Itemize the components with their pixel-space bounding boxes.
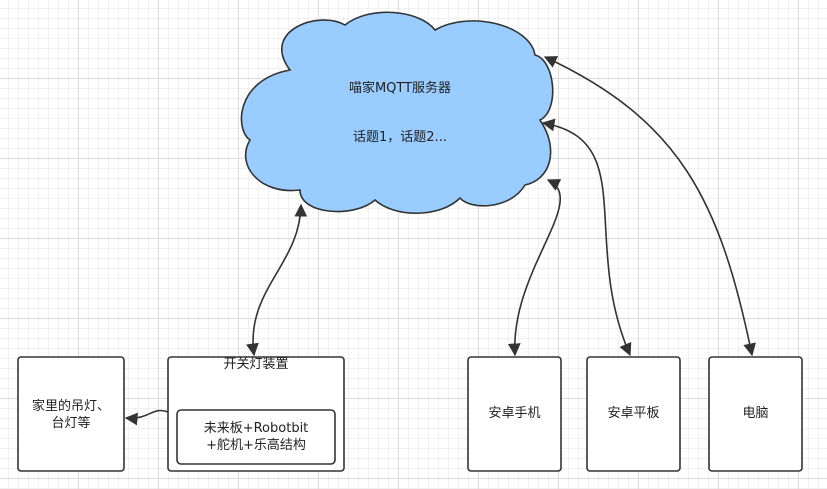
- lights-label-line1: 家里的吊灯、: [31, 399, 110, 414]
- cloud-topics: 话题1，话题2...: [353, 130, 447, 145]
- android-phone-box[interactable]: [467, 356, 562, 472]
- connector-tablet-to-cloud[interactable]: [541, 118, 632, 357]
- lights-label-line2: 台灯等: [51, 416, 91, 431]
- connector-switch-to-cloud[interactable]: [246, 203, 308, 357]
- controller-label-line1: 未来板+Robotbit: [203, 421, 309, 436]
- android-phone-label: 安卓手机: [488, 406, 541, 421]
- connector-phone-to-cloud[interactable]: [507, 179, 562, 357]
- mqtt-server-cloud[interactable]: [240, 11, 554, 215]
- controller-label-line2: +舵机+乐高结构: [206, 438, 306, 453]
- computer-box[interactable]: [708, 356, 803, 472]
- android-tablet-box[interactable]: [586, 356, 681, 472]
- home-lights-box[interactable]: [17, 356, 125, 472]
- connector-computer-to-cloud[interactable]: [543, 56, 756, 357]
- connector-switch-to-lights[interactable]: [124, 409, 169, 426]
- controller-box[interactable]: [176, 409, 336, 465]
- switch-device-title: 开关灯装置: [223, 357, 289, 372]
- cloud-title: 喵家MQTT服务器: [348, 81, 452, 96]
- computer-label: 电脑: [742, 406, 769, 421]
- android-tablet-label: 安卓平板: [607, 406, 660, 421]
